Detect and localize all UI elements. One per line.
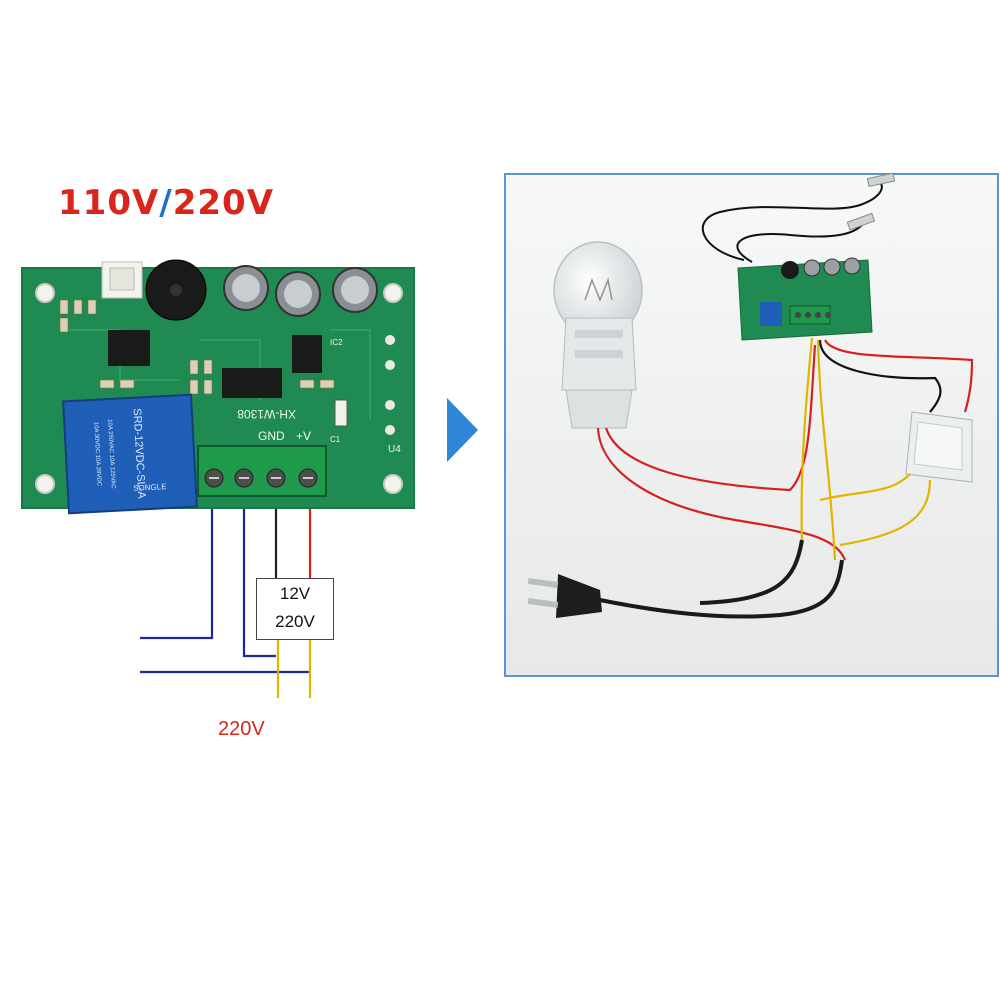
- power-supply-box: 12V 220V: [256, 578, 334, 640]
- pcb-board: SRD-12VDC-SL-A 10A 250VAC 10A 125VAC 10A…: [21, 259, 415, 515]
- capacitors: [223, 265, 378, 317]
- terminal-gnd-label: GND: [258, 429, 285, 443]
- relay-brand: SONGLE: [133, 482, 167, 493]
- voltage-title: 110V/220V: [58, 183, 274, 223]
- photo-pcb: [737, 257, 873, 341]
- sensor-connector: [101, 261, 143, 299]
- label-ic2: IC2: [330, 338, 343, 347]
- ic-chips: [108, 330, 348, 427]
- board-model: XH-W1308: [237, 407, 296, 421]
- label-u4: U4: [388, 444, 401, 455]
- voltage-separator: /: [159, 183, 173, 223]
- mains-voltage-label: 220V: [218, 718, 265, 740]
- wire-blue-2: [242, 480, 276, 658]
- wire-blue-1: [140, 480, 214, 640]
- mounting-holes: [35, 283, 403, 494]
- relay: SRD-12VDC-SL-A 10A 250VAC 10A 125VAC 10A…: [62, 393, 198, 515]
- bulb-icon: [553, 241, 643, 429]
- relay-model: SRD-12VDC-SL-A: [131, 408, 148, 500]
- wires: [140, 480, 312, 698]
- relay-rating-2: 10A 30VDC 10A 28VDC: [92, 422, 101, 487]
- relay-rating-1: 10A 250VAC 10A 125VAC: [106, 419, 116, 489]
- label-c1: C1: [330, 435, 341, 444]
- sensor-probe-icon: [701, 172, 896, 263]
- voltage-220: 220V: [172, 183, 275, 223]
- photo-wires: [596, 337, 974, 619]
- power-supply-icon: [905, 411, 973, 483]
- terminal-v-label: +V: [296, 429, 311, 443]
- voltage-110: 110V: [58, 183, 160, 223]
- supply-12v: 12V: [279, 584, 311, 603]
- plug-icon: [527, 574, 602, 618]
- supply-220v: 220V: [275, 612, 315, 631]
- terminal-block: [197, 445, 327, 497]
